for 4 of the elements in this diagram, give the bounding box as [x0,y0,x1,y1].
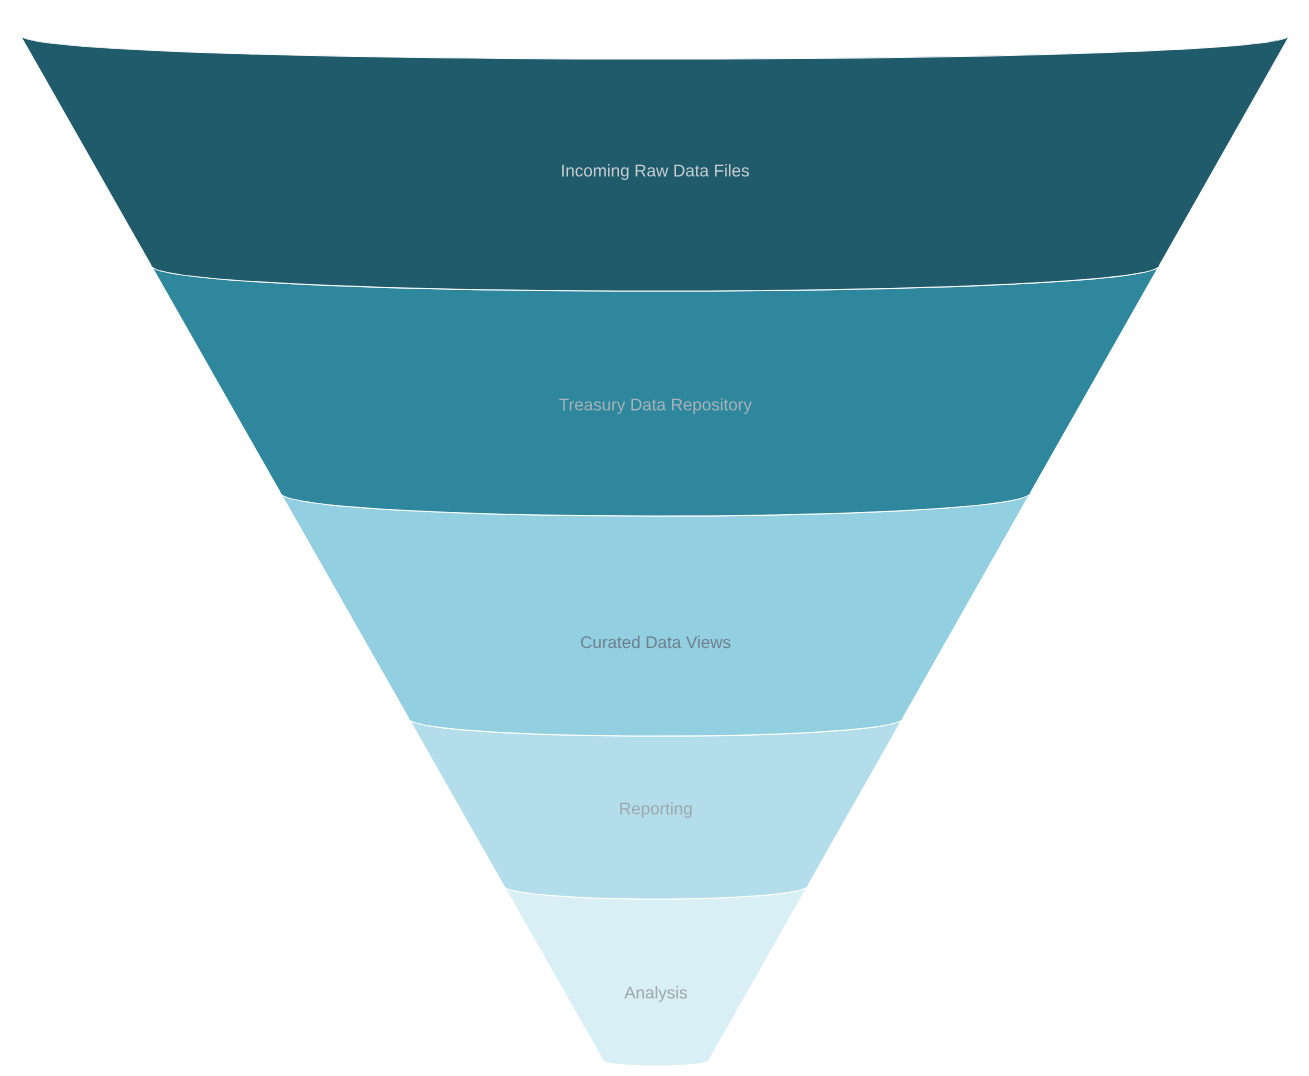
funnel-band: Treasury Data Repository [150,264,1161,517]
funnel-band: Reporting [407,717,904,900]
funnel-band: Curated Data Views [279,491,1032,737]
funnel-band: Analysis [502,884,809,1067]
